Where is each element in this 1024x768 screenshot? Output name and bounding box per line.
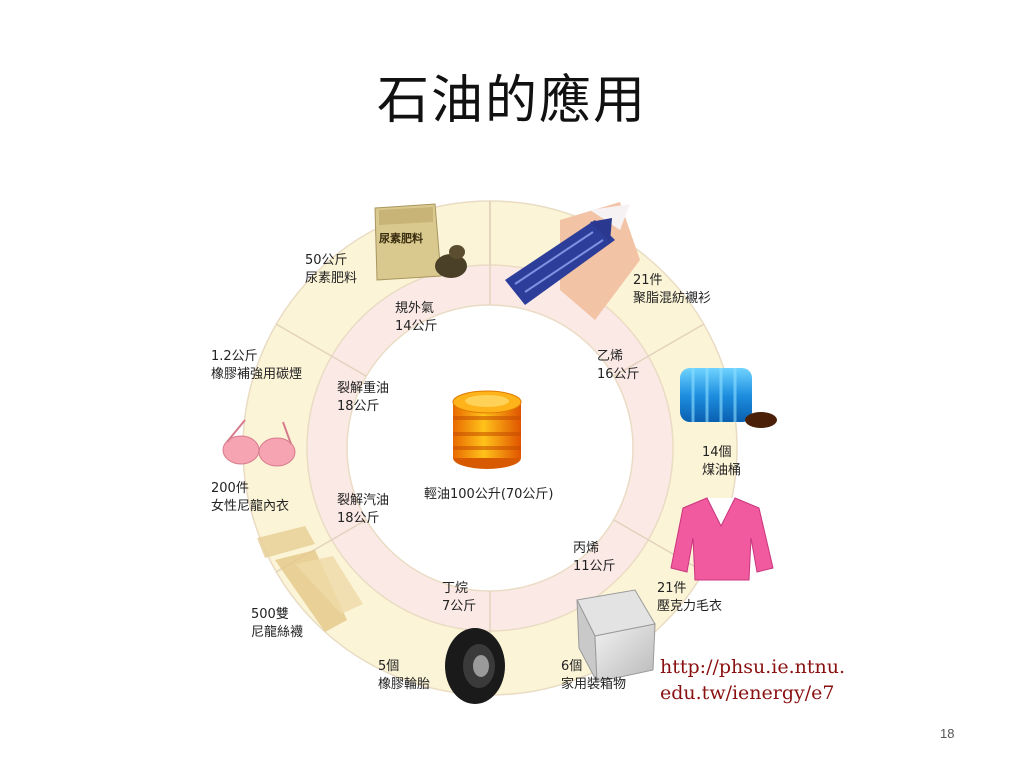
product-label-6: 500雙 尼龍絲襪 — [251, 606, 303, 642]
source-url: http://phsu.ie.ntnu. edu.tw/ienergy/e7 — [660, 654, 845, 706]
inner-name: 乙烯 — [597, 349, 624, 364]
inner-name: 裂解汽油 — [337, 493, 390, 508]
stockings-icon — [257, 526, 363, 632]
product-label-8: 1.2公斤 橡膠補強用碳煙 — [211, 348, 302, 384]
product-name: 家用裝箱物 — [561, 677, 627, 692]
inner-label-4: 丁烷 7公斤 — [442, 580, 476, 616]
inner-label-6: 裂解重油 18公斤 — [337, 380, 389, 416]
sweater-icon — [670, 497, 774, 581]
product-qty: 50公斤 — [305, 253, 348, 268]
product-name: 橡膠輪胎 — [378, 677, 431, 692]
oil-applications-diagram: 尿素肥料 輕油100公升(70公斤) 規外氣 14公斤 乙烯 16公斤 丙烯 1… — [165, 180, 845, 720]
source-url-line-1: http://phsu.ie.ntnu. — [660, 656, 846, 678]
product-qty: 5個 — [378, 659, 400, 674]
product-name: 尼龍絲襪 — [251, 625, 304, 640]
product-qty: 21件 — [657, 581, 687, 596]
product-qty: 200件 — [211, 481, 249, 496]
product-qty: 6個 — [561, 659, 583, 674]
product-qty: 14個 — [702, 445, 732, 460]
bra-icon — [222, 419, 296, 467]
product-name: 煤油桶 — [702, 463, 742, 478]
fertilizer-bag-text: 尿素肥料 — [379, 232, 423, 245]
tire-icon — [445, 628, 505, 704]
product-label-5: 5個 橡膠輪胎 — [378, 658, 430, 694]
storage-box-icon — [576, 589, 656, 683]
blue-barrel-icon — [680, 368, 777, 428]
inner-name: 丙烯 — [573, 541, 600, 556]
fertilizer-bag-icon — [374, 203, 467, 281]
inner-label-5: 裂解汽油 18公斤 — [337, 492, 389, 528]
diagram-graphics — [222, 200, 777, 704]
product-label-3: 21件 壓克力毛衣 — [657, 580, 722, 616]
product-qty: 1.2公斤 — [211, 349, 258, 364]
product-label-4: 6個 家用裝箱物 — [561, 658, 626, 694]
product-qty: 500雙 — [251, 607, 289, 622]
shirt-tie-icon — [505, 202, 640, 320]
product-name: 壓克力毛衣 — [657, 599, 723, 614]
inner-amount: 18公斤 — [337, 399, 380, 414]
inner-label-1: 規外氣 14公斤 — [395, 300, 438, 336]
product-qty: 21件 — [633, 273, 663, 288]
product-name: 尿素肥料 — [305, 271, 358, 286]
product-label-9: 50公斤 尿素肥料 — [305, 252, 357, 288]
inner-amount: 14公斤 — [395, 319, 438, 334]
slide-title: 石油的應用 — [376, 71, 647, 131]
inner-amount: 11公斤 — [573, 559, 616, 574]
page-number: 18 — [940, 726, 955, 741]
product-name: 聚脂混紡襯衫 — [633, 291, 712, 306]
inner-label-3: 丙烯 11公斤 — [573, 540, 616, 576]
inner-amount: 18公斤 — [337, 511, 380, 526]
inner-name: 裂解重油 — [337, 381, 390, 396]
oil-barrel-icon — [452, 390, 522, 469]
inner-name: 丁烷 — [442, 581, 469, 596]
product-name: 橡膠補強用碳煙 — [211, 367, 303, 382]
product-name: 女性尼龍內衣 — [211, 499, 290, 514]
source-url-line-2: edu.tw/ienergy/e7 — [660, 682, 835, 704]
center-label: 輕油100公升(70公斤) — [424, 487, 554, 502]
inner-amount: 7公斤 — [442, 599, 477, 614]
product-label-1: 21件 聚脂混紡襯衫 — [633, 272, 711, 308]
product-label-7: 200件 女性尼龍內衣 — [211, 480, 289, 516]
inner-amount: 16公斤 — [597, 367, 640, 382]
inner-name: 規外氣 — [395, 301, 435, 316]
inner-label-2: 乙烯 16公斤 — [597, 348, 640, 384]
product-label-2: 14個 煤油桶 — [702, 444, 741, 480]
